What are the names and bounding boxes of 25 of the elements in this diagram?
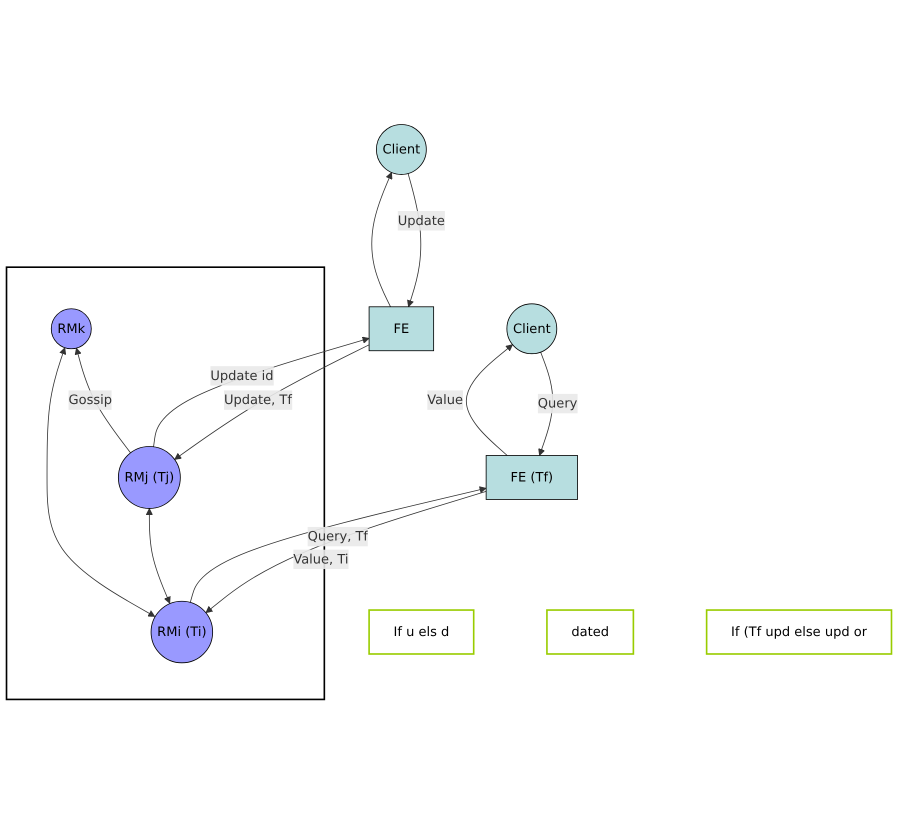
node-box: If (Tf upd else upd or xyxy=(706,608,892,654)
arrow xyxy=(146,508,171,604)
node-box: FE (Tf) xyxy=(486,454,578,500)
node-circle: Client xyxy=(376,124,427,174)
edge-label: Update, Tf xyxy=(224,391,292,407)
arrow xyxy=(174,344,370,460)
edge-label: Update xyxy=(398,212,445,228)
arrow xyxy=(153,336,370,447)
node-circle: RMj (Tj) xyxy=(118,446,181,508)
arrow xyxy=(371,172,392,307)
node-circle: Client xyxy=(506,302,558,354)
node-box: dated xyxy=(546,608,634,654)
node-box: FE xyxy=(368,306,434,351)
arrow xyxy=(466,344,513,456)
edge-label: Gossip xyxy=(68,391,112,407)
node-circle: RMi (Ti) xyxy=(150,600,214,663)
arrow xyxy=(190,486,486,602)
edge-label: Query, Tf xyxy=(308,528,368,544)
arrow xyxy=(206,490,487,613)
edge-label: Value, Ti xyxy=(293,550,349,566)
edge-label: Value xyxy=(427,391,464,407)
node-circle: RMk xyxy=(50,308,92,349)
edge-label: Update id xyxy=(210,367,274,383)
node-box: If u els d xyxy=(368,608,474,654)
edge-label: Query xyxy=(538,394,578,410)
